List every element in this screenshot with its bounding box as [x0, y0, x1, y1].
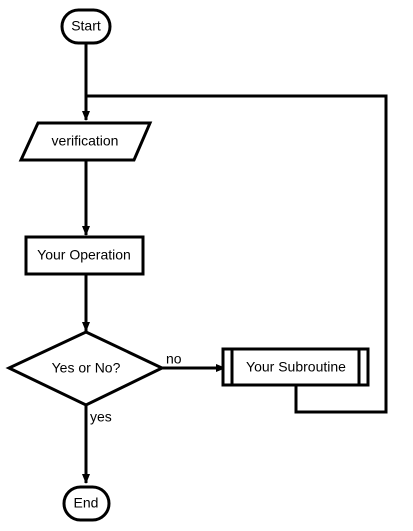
operation-process-box — [24, 235, 145, 276]
verification-label: verification — [52, 133, 119, 149]
start-label: Start — [71, 18, 101, 34]
subroutine-label: Your Subroutine — [246, 359, 346, 375]
start-terminal — [60, 8, 112, 45]
end-label: End — [74, 495, 99, 511]
subroutine-box — [221, 347, 370, 387]
decision-label: Yes or No? — [52, 360, 121, 376]
yes-edge-label: yes — [90, 409, 112, 425]
decision-diamond — [5, 330, 166, 407]
verification-data-shape — [18, 121, 153, 162]
edge-loop-back — [86, 94, 388, 414]
end-terminal — [62, 485, 111, 522]
no-edge-label: no — [166, 351, 182, 367]
operation-label: Your Operation — [37, 247, 131, 263]
